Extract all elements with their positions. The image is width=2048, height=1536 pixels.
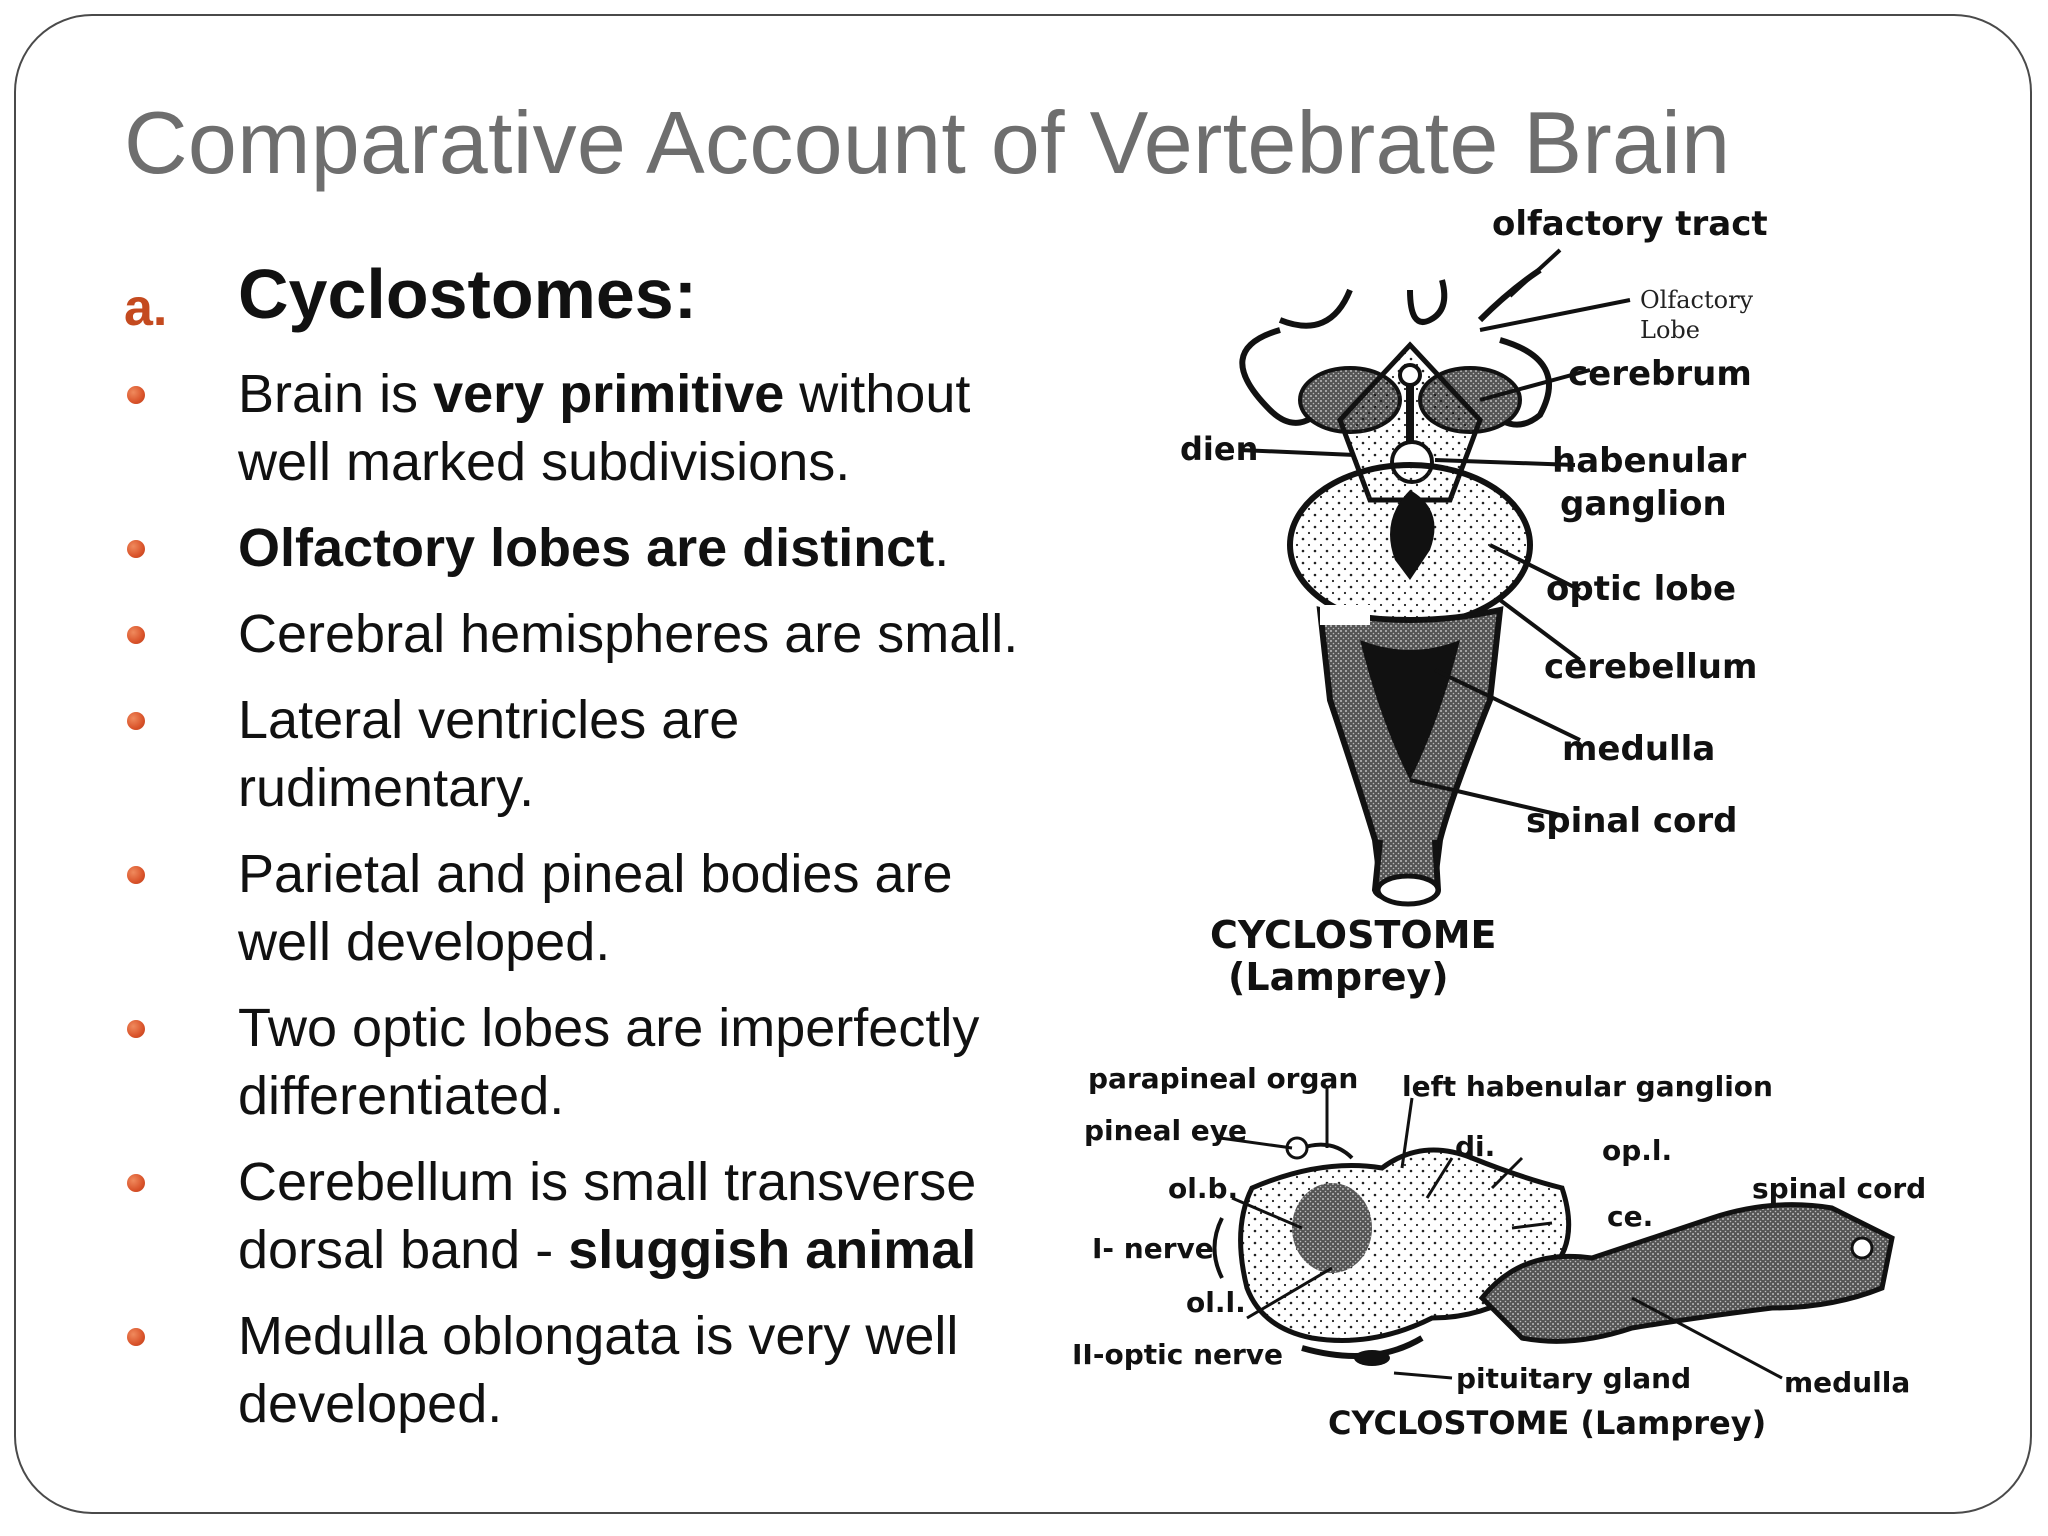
label-pineal-eye: pineal eye <box>1084 1114 1247 1147</box>
section-title: Cyclostomes: <box>238 255 698 333</box>
section-letter: a. <box>124 279 168 337</box>
label-ii-optic: II-optic nerve <box>1072 1338 1283 1371</box>
bullet-dot-icon <box>127 1020 145 1038</box>
bullet-dot-icon <box>127 386 145 404</box>
label-ol-l: ol.l. <box>1186 1286 1246 1319</box>
label-cerebellum: cerebellum <box>1544 647 1757 687</box>
dorsal-brain-diagram: olfactory tract Olfactory Lobe cerebrum … <box>1180 204 1768 999</box>
i-nerve <box>1212 1217 1224 1279</box>
label-parapineal: parapineal organ <box>1088 1062 1358 1095</box>
label-ol-b: ol.b. <box>1168 1172 1238 1205</box>
label-olfactory-lobe-1: Olfactory <box>1640 286 1754 314</box>
lateral-caption: CYCLOSTOME (Lamprey) <box>1328 1404 1766 1442</box>
label-pituitary: pituitary gland <box>1456 1362 1691 1395</box>
label-di: di. <box>1455 1130 1495 1163</box>
pineal-body <box>1398 363 1422 387</box>
label-medulla: medulla <box>1562 729 1715 769</box>
bullet-dot-icon <box>127 1174 145 1192</box>
olfactory-tract-center <box>1407 279 1448 325</box>
bullet-dot-icon <box>127 712 145 730</box>
hindbrain-spinal-cord <box>1478 1202 1895 1344</box>
label-olfactory-tract: olfactory tract <box>1492 204 1768 244</box>
olfactory-tract-left <box>1278 288 1353 329</box>
label-spinal-cord-lateral: spinal cord <box>1752 1172 1926 1205</box>
slide-title: Comparative Account of Vertebrate Brain <box>124 93 1731 192</box>
bullet-dot-icon <box>127 1328 145 1346</box>
label-spinal-cord: spinal cord <box>1526 801 1738 841</box>
label-op-l: op.l. <box>1602 1134 1672 1167</box>
bullet-list: a. Cyclostomes: Brain is very primitive … <box>120 250 1040 1450</box>
label-ce: ce. <box>1607 1200 1653 1233</box>
bullet-dot-icon <box>127 540 145 558</box>
fourth-ventricle <box>1360 640 1460 780</box>
spinal-cord-end <box>1375 873 1441 907</box>
dorsal-caption-1: CYCLOSTOME <box>1210 913 1496 957</box>
dorsal-caption-2: (Lamprey) <box>1228 955 1449 999</box>
cerebellum-highlight <box>1320 605 1370 625</box>
label-habenular-2: ganglion <box>1560 484 1727 524</box>
label-habenular-1: habenular <box>1552 441 1747 481</box>
pituitary-gland <box>1354 1350 1390 1366</box>
label-olfactory-lobe-2: Lobe <box>1640 316 1700 344</box>
section-heading: a. Cyclostomes: <box>120 250 1040 340</box>
label-optic-lobe: optic lobe <box>1546 569 1736 609</box>
optic-ventricle <box>1390 490 1435 580</box>
label-left-habenular: left habenular ganglion <box>1402 1070 1773 1103</box>
bullet-dot-icon <box>127 626 145 644</box>
label-i-nerve: I- nerve <box>1092 1232 1214 1265</box>
label-dien: dien <box>1180 430 1258 468</box>
bullet-dot-icon <box>127 866 145 884</box>
label-cerebrum: cerebrum <box>1568 354 1752 394</box>
olfactory-lobe-shaded <box>1292 1183 1372 1273</box>
label-medulla-lateral: medulla <box>1784 1366 1910 1399</box>
lateral-brain-diagram: parapineal organ left habenular ganglion… <box>1072 1062 1926 1442</box>
